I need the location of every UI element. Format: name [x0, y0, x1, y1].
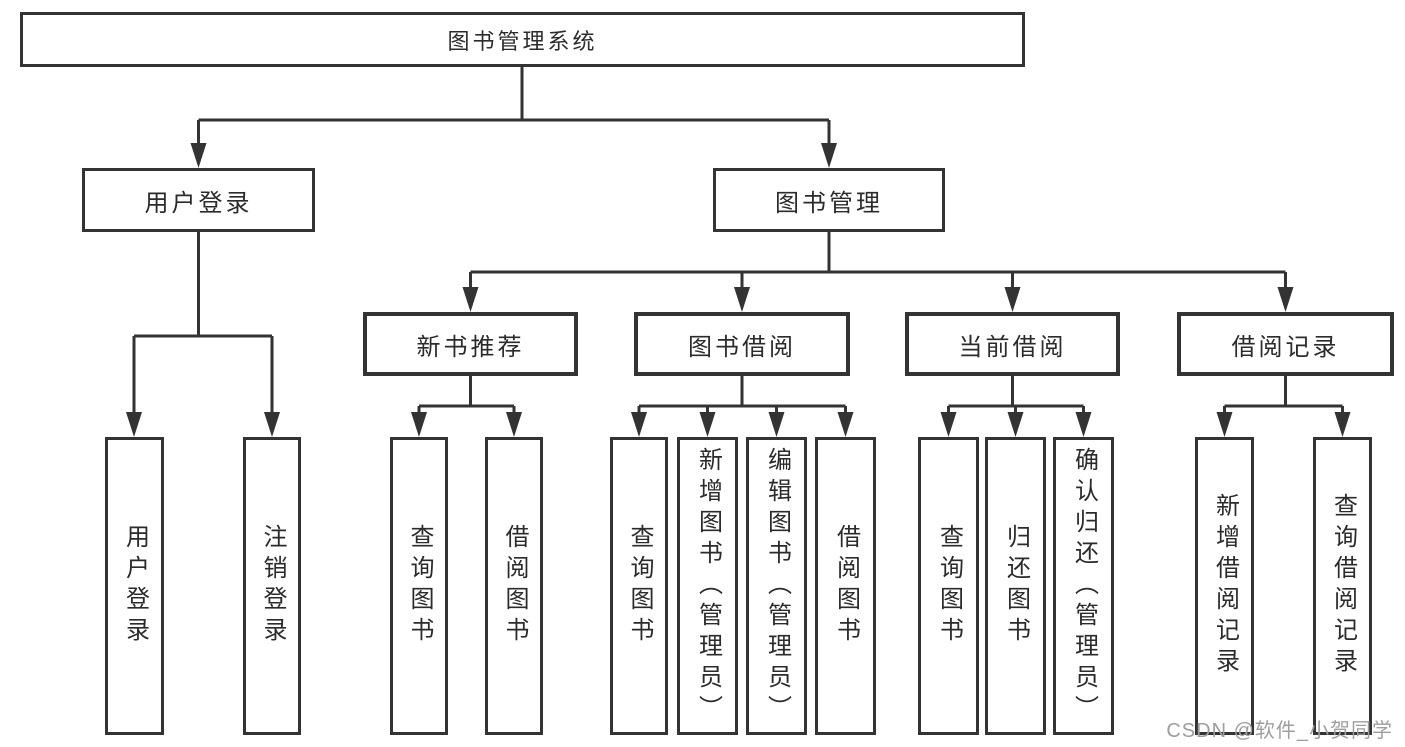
node-label: 确认归还（管理员） [1070, 446, 1098, 726]
leaf-query-books-recommend: 查询图书 [390, 437, 448, 735]
leaf-user-login: 用户登录 [105, 437, 164, 735]
leaf-borrow-books-borrowing: 借阅图书 [815, 437, 876, 735]
node-label: 查询图书 [626, 524, 653, 648]
node-label: 用户登录 [121, 524, 149, 648]
leaf-logout: 注销登录 [243, 437, 301, 735]
node-label: 注销登录 [259, 524, 286, 648]
leaf-add-books-admin: 新增图书（管理员） [677, 437, 738, 735]
node-label: 新增图书（管理员） [694, 446, 722, 726]
node-current-borrowing: 当前借阅 [905, 312, 1120, 376]
leaf-query-books-borrowing: 查询图书 [610, 437, 668, 735]
node-label: 借阅记录 [1231, 333, 1340, 361]
node-borrowing-records: 借阅记录 [1177, 312, 1394, 376]
node-label: 借阅图书 [832, 524, 860, 648]
node-label: 借阅图书 [501, 524, 528, 648]
leaf-query-borrow-record: 查询借阅记录 [1313, 437, 1372, 735]
leaf-confirm-return-admin: 确认归还（管理员） [1053, 437, 1114, 735]
node-new-book-recommendation: 新书推荐 [363, 312, 578, 376]
node-label: 归还图书 [1002, 524, 1030, 648]
leaf-edit-books-admin: 编辑图书（管理员） [746, 437, 807, 735]
watermark-text: CSDN @软件_小贺同学 [1166, 720, 1393, 742]
node-book-borrowing: 图书借阅 [634, 312, 850, 376]
node-label: 新增借阅记录 [1211, 493, 1239, 679]
leaf-add-borrow-record: 新增借阅记录 [1195, 437, 1254, 735]
leaf-return-books: 归还图书 [985, 437, 1046, 735]
node-label: 图书管理 [775, 189, 883, 217]
node-label: 新书推荐 [416, 333, 525, 361]
node-label: 用户登录 [144, 189, 253, 217]
node-label: 编辑图书（管理员） [763, 446, 791, 726]
leaf-borrow-books-recommend: 借阅图书 [485, 437, 543, 735]
node-book-management: 图书管理 [713, 168, 945, 232]
node-label: 当前借阅 [958, 333, 1067, 361]
node-label: 查询图书 [406, 524, 433, 648]
node-label: 查询借阅记录 [1329, 493, 1357, 679]
node-label: 查询图书 [935, 524, 963, 648]
node-library-management-system: 图书管理系统 [20, 12, 1025, 67]
node-label: 图书借阅 [688, 333, 796, 361]
node-user-login: 用户登录 [82, 168, 315, 232]
node-label: 图书管理系统 [447, 28, 598, 54]
leaf-query-books-current: 查询图书 [918, 437, 979, 735]
